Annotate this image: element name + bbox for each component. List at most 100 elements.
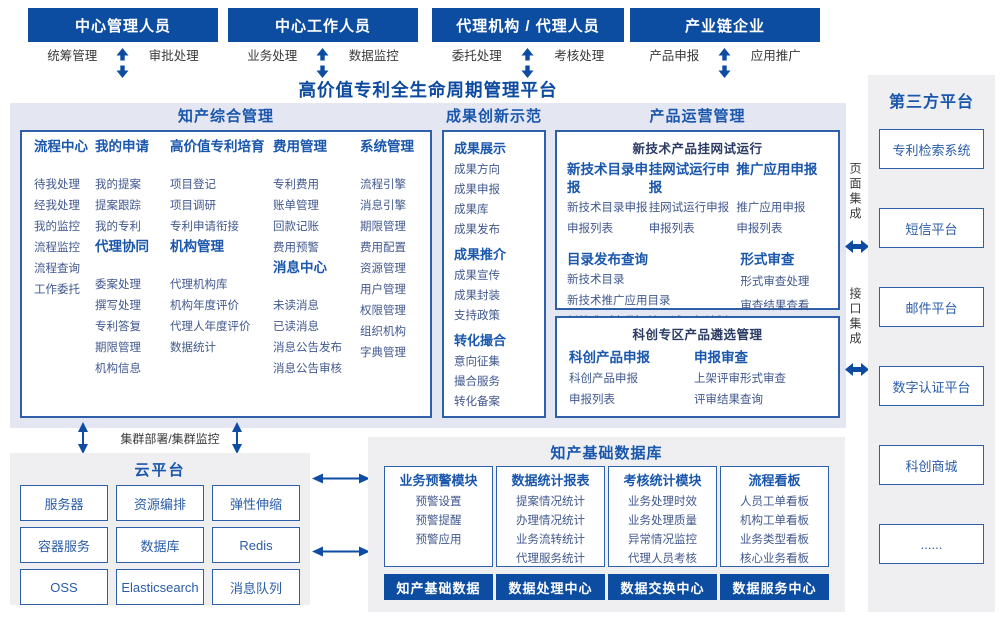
menu-item: 成果库 (454, 204, 489, 216)
menu-item: 代理机构库 (170, 279, 228, 291)
role-function-label: 应用推广 (750, 49, 801, 63)
cluster-deploy-label: 集群部署/集群监控 (120, 432, 220, 446)
cloud-service-box: OSS (20, 569, 108, 605)
menu-group-header: 我的申请 (95, 139, 149, 154)
role-function-label: 数据监控 (348, 49, 399, 63)
role-card-center-staff: 中心工作人员 业务处理 数据监控 (228, 8, 418, 78)
menu-group-header: 目录发布查询 (567, 252, 648, 267)
third-party-system-box: 专利检索系统 (879, 129, 984, 169)
data-module-header: 数据统计报表 (511, 473, 590, 488)
data-module-header: 业务预警模块 (399, 473, 478, 488)
menu-item: 成果申报 (454, 184, 500, 196)
menu-column: 挂网试运行申报 挂网试运行申报申报列表 (649, 161, 737, 240)
menu-column: 费用管理 专利费用账单管理回款记账费用预警 消息中心 未读消息已读消息消息公告发… (273, 138, 357, 416)
thin-double-arrow-horizontal-icon (312, 471, 370, 491)
menu-item: 新技术目录 (567, 274, 625, 286)
menu-item: 专利申请衔接 (170, 221, 239, 233)
double-arrow-vertical-icon (316, 48, 329, 83)
menu-item: 上架评审形式审查 (694, 373, 786, 385)
cloud-service-box: 弹性伸缩 (212, 485, 300, 521)
menu-item: 意向征集 (454, 356, 500, 368)
menu-group-header: 成果展示 (454, 141, 507, 156)
menu-item: 代理人年度评价 (170, 321, 251, 333)
menu-group-header: 形式审查 (740, 252, 795, 267)
menu-item: 专利费用 (273, 179, 319, 191)
menu-item: 申报列表 (736, 223, 783, 235)
cloud-service-box: 消息队列 (212, 569, 300, 605)
role-card-enterprise: 产业链企业 产品申报 应用推广 (630, 8, 820, 78)
role-card-agency: 代理机构 / 代理人员 委托处理 考核处理 (432, 8, 624, 78)
third-party-system-box: 科创商城 (879, 445, 984, 485)
menu-item: 成果封装 (454, 290, 500, 302)
menu-group-header: 机构管理 (170, 239, 224, 254)
menu-item: 撮合服务 (454, 376, 500, 388)
menu-item: 成果方向 (454, 164, 500, 176)
menu-item: 推广应用申报 (736, 202, 806, 214)
third-party-title: 第三方平台 (888, 94, 974, 111)
menu-item: 账单管理 (273, 200, 319, 212)
role-card-center-manager: 中心管理人员 统筹管理 审批处理 (28, 8, 218, 78)
data-module-column: 业务预警模块 预警设置预警提醒预警应用 知产基础数据 (384, 466, 493, 600)
menu-item: 评审结果查询 (694, 394, 763, 406)
menu-item: 机构年度评价 (170, 300, 239, 312)
section-title-ip-management: 知产综合管理 (177, 108, 274, 125)
menu-group-header: 科创产品申报 (569, 350, 650, 365)
thin-double-arrow-horizontal-icon (312, 544, 370, 564)
double-arrow-vertical-icon (718, 48, 731, 83)
menu-column: 高价值专利培育 项目登记项目调研专利申请衔接 机构管理 代理机构库机构年度评价代… (170, 138, 270, 416)
data-module-item: 业务处理质量 (628, 515, 697, 527)
data-center-bar: 数据服务中心 (720, 574, 829, 600)
menu-item: 新技术推广应用目录 (567, 295, 671, 307)
role-function-label: 产品申报 (649, 49, 700, 63)
data-module-box: 数据统计报表 提案情况统计办理情况统计业务流转统计代理服务统计 (496, 466, 605, 567)
menu-group-header: 消息中心 (273, 260, 327, 275)
data-center-bar: 数据处理中心 (496, 574, 605, 600)
data-module-item: 预警设置 (415, 496, 462, 508)
menu-item: 成果发布 (454, 224, 500, 236)
menu-group-header: 代理协同 (95, 239, 149, 254)
platform-title: 高价值专利全生命周期管理平台 (298, 80, 558, 100)
menu-item: 组织机构 (360, 326, 406, 338)
third-party-system-box: 邮件平台 (879, 287, 984, 327)
data-module-box: 考核统计模块 业务处理时效业务处理质量异常情况监控代理人员考核 (608, 466, 717, 567)
menu-group-header: 新技术目录申报 (567, 162, 648, 195)
data-module-item: 人员工单看板 (740, 496, 809, 508)
data-module-item: 办理情况统计 (516, 515, 585, 527)
menu-item: 机构信息 (95, 363, 141, 375)
cloud-service-box: 数据库 (116, 527, 204, 563)
menu-item: 费用配置 (360, 242, 406, 254)
ip-database-panel: 知产基础数据库 业务预警模块 预警设置预警提醒预警应用 知产基础数据 数据统计报… (368, 437, 845, 612)
third-party-system-box: ...... (879, 524, 984, 564)
menu-item: 申报列表 (648, 223, 695, 235)
menu-item: 转化备案 (454, 396, 500, 408)
role-function-label: 业务处理 (247, 49, 298, 63)
menu-item: 消息引擎 (360, 200, 406, 212)
cloud-service-box: Redis (212, 527, 300, 563)
menu-item: 项目登记 (170, 179, 216, 191)
menu-group: 转化撮合 意向征集撮合服务转化备案 (454, 330, 540, 412)
data-module-column: 考核统计模块 业务处理时效业务处理质量异常情况监控代理人员考核 数据交换中心 (608, 466, 717, 600)
data-module-item: 业务处理时效 (628, 496, 697, 508)
product-selection-box: 科创专区产品遴选管理 科创产品申报 科创产品申报申报列表 申报审查 上架评审形式… (555, 316, 840, 418)
menu-group-header: 费用管理 (273, 139, 327, 154)
role-title: 中心管理人员 (28, 8, 218, 42)
cloud-platform-title: 云平台 (134, 462, 186, 479)
data-module-item: 核心业务看板 (740, 553, 809, 565)
menu-group-header: 转化撮合 (454, 333, 507, 348)
data-module-header: 流程看板 (748, 473, 801, 488)
thin-double-arrow-vertical-icon (76, 422, 90, 459)
menu-item: 撰写处理 (95, 300, 141, 312)
double-arrow-vertical-icon (521, 48, 534, 83)
data-module-item: 提案情况统计 (516, 496, 585, 508)
role-function-label: 考核处理 (554, 49, 605, 63)
menu-item: 提案跟踪 (95, 200, 141, 212)
menu-group-header: 高价值专利培育 (170, 139, 265, 154)
menu-item: 形式审查处理 (740, 276, 810, 288)
menu-item: 申报列表 (569, 394, 615, 406)
menu-column: 申报审查 上架评审形式审查评审结果查询 (694, 347, 826, 411)
subbox-title: 科创专区产品遴选管理 (632, 328, 763, 342)
menu-item: 流程查询 (34, 263, 80, 275)
data-module-item: 预警应用 (415, 534, 462, 546)
trial-operation-box: 新技术产品挂网试运行 新技术目录申报 新技术目录申报申报列表 挂网试运行申报 挂… (555, 130, 840, 328)
